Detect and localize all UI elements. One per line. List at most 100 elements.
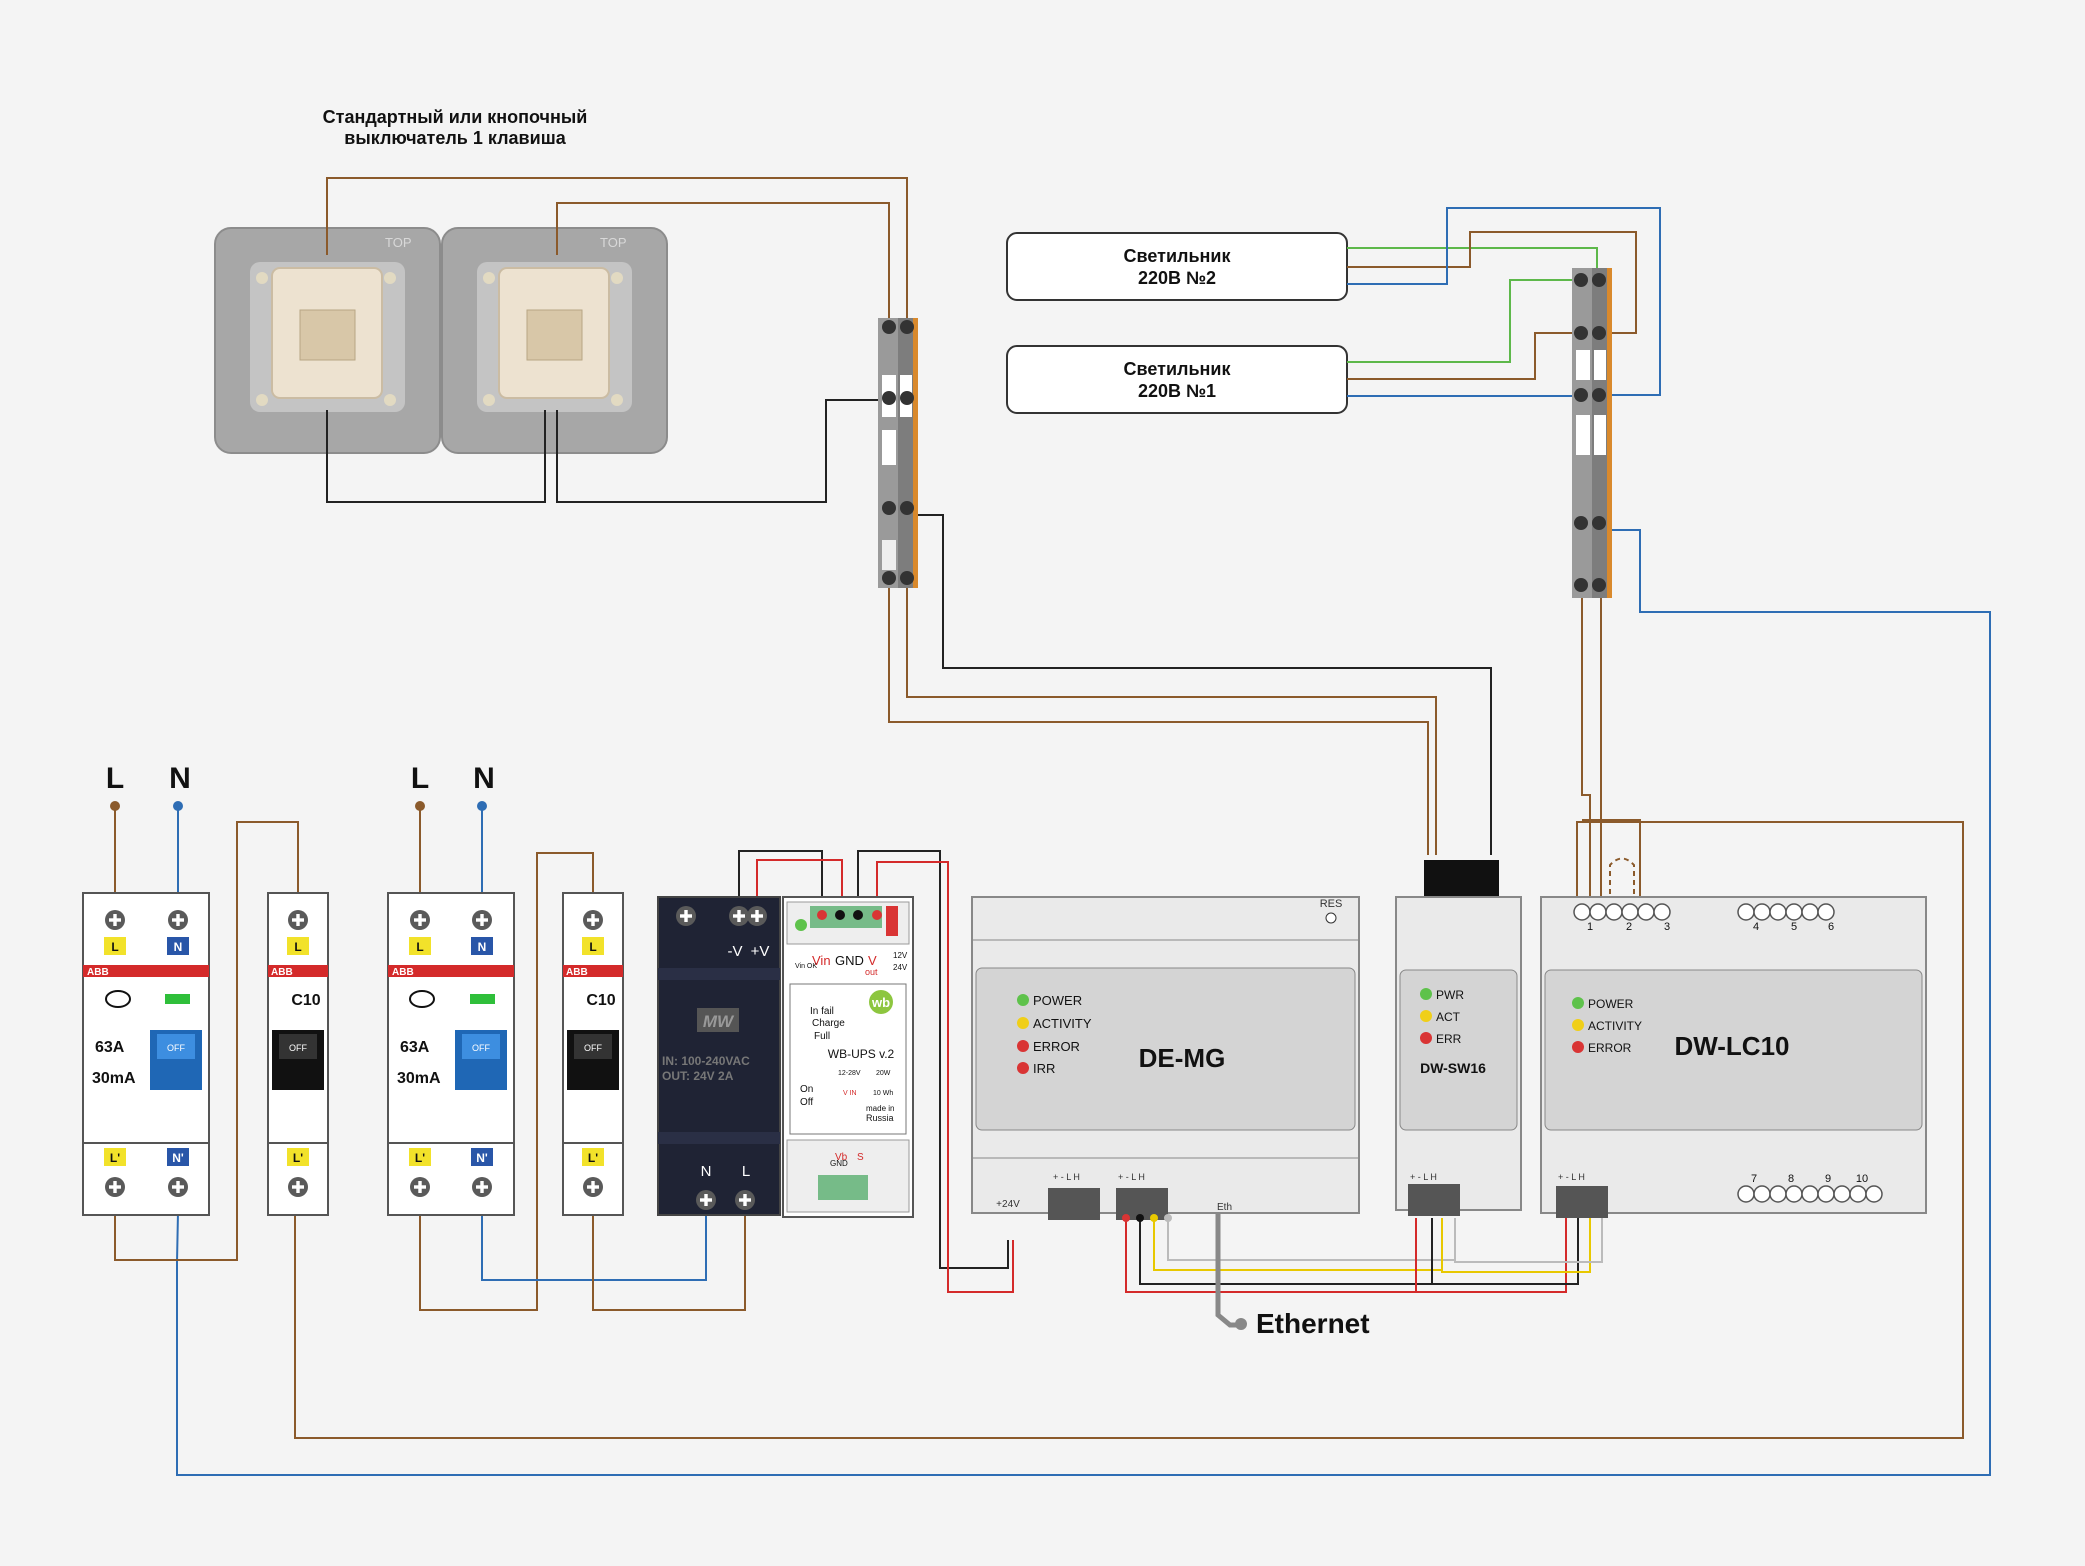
breaker-1-term-l2: L' — [293, 1151, 303, 1165]
rcd-2-sens: 30mA — [397, 1070, 441, 1087]
demg-led-activity: ACTIVITY — [1033, 1016, 1092, 1031]
ups-on: On — [800, 1084, 813, 1095]
lc10-num-7: 7 — [1751, 1173, 1757, 1185]
switch-top-mark-2: TOP — [600, 235, 627, 250]
power-supply[interactable]: -V +V MW IN: 100-240VAC OUT: 24V 2A N L — [657, 896, 781, 1216]
lc10-num-2: 2 — [1626, 921, 1632, 933]
ups-vin-ok: Vin OK — [795, 963, 817, 970]
dw-lc10-module[interactable]: POWER ACTIVITY ERROR DW-LC10 1 2 3 4 5 6… — [1540, 896, 1927, 1218]
ups-12v: 12V — [893, 951, 908, 960]
breaker-1-rating: C10 — [291, 992, 320, 1009]
ups-wh: 10 Wh — [873, 1090, 893, 1097]
demg-name: DE-MG — [1139, 1043, 1226, 1073]
lc10-top-terminals — [1573, 903, 1835, 921]
demg-led-error: ERROR — [1033, 1039, 1080, 1054]
ups-vin2: V IN — [843, 1090, 857, 1097]
demg-led-irr: IRR — [1033, 1061, 1055, 1076]
wb-ups[interactable]: Vin GND V out 12V 24V Vin OK wb In fail … — [782, 896, 914, 1218]
ups-range: 12-28V — [838, 1070, 861, 1077]
ups-power: 20W — [876, 1070, 891, 1077]
de-mg-module[interactable]: RES POWER ACTIVITY ERROR IRR DE-MG +24V … — [971, 896, 1360, 1222]
breaker-2-off: OFF — [584, 1043, 602, 1053]
mains-n-label-2: N — [473, 762, 495, 795]
ups-full: Full — [814, 1031, 830, 1042]
rcd-1[interactable]: ABB L N 63A 30mA OFF L' N' — [82, 892, 210, 1216]
mains-l-label-1: L — [106, 762, 124, 795]
lc10-num-5: 5 — [1791, 921, 1797, 933]
rcd-2-term-l2: L' — [415, 1151, 425, 1165]
breaker-2-brand: ABB — [566, 967, 588, 978]
wall-switch[interactable]: TOP TOP — [214, 227, 668, 454]
ups-vin-label: Vin — [812, 953, 831, 968]
rcd-1-term-n2: N' — [172, 1151, 184, 1165]
breaker-2[interactable]: ABB L C10 OFF L' — [562, 892, 624, 1216]
ethernet-label: Ethernet — [1256, 1308, 1370, 1339]
rcd-2-term-l: L — [416, 940, 423, 954]
lamp-2-line1: Светильник — [1124, 246, 1232, 266]
rcd-1-rating: 63A — [95, 1039, 125, 1056]
lamp-1-line1: Светильник — [1124, 359, 1232, 379]
demg-pins-1: + - L H — [1053, 1172, 1080, 1182]
lc10-bottom-terminals — [1737, 1185, 1883, 1203]
ups-gnd-label: GND — [835, 953, 864, 968]
ups-v-label: V — [868, 953, 877, 968]
psu-vminus: -V — [728, 943, 743, 960]
ups-logo: wb — [871, 995, 890, 1010]
demg-pins-2: + - L H — [1118, 1172, 1145, 1182]
lamp-2-line2: 220В №2 — [1138, 268, 1216, 288]
psu-in: IN: 100-240VAC — [662, 1054, 750, 1068]
mains-n-label-1: N — [169, 762, 191, 795]
sw16-led-act: ACT — [1436, 1010, 1461, 1024]
ups-made2: Russia — [866, 1113, 894, 1123]
psu-n-label: N — [701, 1163, 712, 1180]
sw16-pins: + - L H — [1410, 1172, 1437, 1182]
psu-out: OUT: 24V 2A — [662, 1069, 734, 1083]
dw-sw16-module[interactable]: PWR ACT ERR DW-SW16 + - L H — [1395, 860, 1522, 1216]
rcd-1-off: OFF — [167, 1043, 185, 1053]
psu-logo: MW — [703, 1012, 735, 1031]
breaker-1-term-l: L — [294, 940, 301, 954]
rcd-1-term-l2: L' — [110, 1151, 120, 1165]
switch-title-line2: выключатель 1 клавиша — [344, 128, 566, 148]
lc10-led-power: POWER — [1588, 997, 1634, 1011]
lamp-1-box[interactable]: Светильник 220В №1 — [1006, 345, 1348, 414]
ups-gnd2: GND — [830, 1159, 848, 1168]
terminal-block-left[interactable] — [878, 318, 918, 588]
ups-model: WB-UPS v.2 — [828, 1047, 895, 1061]
ups-24v: 24V — [893, 963, 908, 972]
rcd-1-term-n: N — [174, 940, 183, 954]
rcd-2[interactable]: ABB L N 63A 30mA OFF L' N' — [387, 892, 515, 1216]
rcd-1-term-l: L — [111, 940, 118, 954]
ups-vb: Vb — [835, 1152, 848, 1163]
rcd-2-term-n2: N' — [476, 1151, 488, 1165]
breaker-1-brand: ABB — [271, 967, 293, 978]
lamp-2-box[interactable]: Светильник 220В №2 — [1006, 232, 1348, 301]
terminal-block-right[interactable] — [1572, 268, 1612, 598]
rcd-2-rating: 63A — [400, 1039, 430, 1056]
breaker-2-term-l: L — [589, 940, 596, 954]
lc10-num-1: 1 — [1587, 921, 1593, 933]
switch-title-line1: Стандартный или кнопочный — [323, 107, 588, 127]
switch-top-mark-1: TOP — [385, 235, 412, 250]
lc10-num-6: 6 — [1828, 921, 1834, 933]
rcd-1-sens: 30mA — [92, 1070, 136, 1087]
breaker-1-off: OFF — [289, 1043, 307, 1053]
breaker-1[interactable]: ABB L C10 OFF L' — [267, 892, 329, 1216]
lc10-num-9: 9 — [1825, 1173, 1831, 1185]
rcd-2-off: OFF — [472, 1043, 490, 1053]
ups-out-label: out — [865, 967, 878, 977]
ups-in-fail: In fail — [810, 1006, 834, 1017]
lc10-led-activity: ACTIVITY — [1588, 1019, 1642, 1033]
sw16-led-err: ERR — [1436, 1032, 1462, 1046]
ups-made1: made in — [866, 1104, 894, 1113]
rcd-1-brand: ABB — [87, 967, 109, 978]
rcd-2-brand: ABB — [392, 967, 414, 978]
demg-res-label: RES — [1320, 898, 1343, 910]
ups-off: Off — [800, 1097, 813, 1108]
mains-l-label-2: L — [411, 762, 429, 795]
lc10-num-4: 4 — [1753, 921, 1759, 933]
demg-24v-label: +24V — [996, 1199, 1020, 1210]
lc10-name: DW-LC10 — [1674, 1031, 1789, 1061]
lc10-num-3: 3 — [1664, 921, 1670, 933]
